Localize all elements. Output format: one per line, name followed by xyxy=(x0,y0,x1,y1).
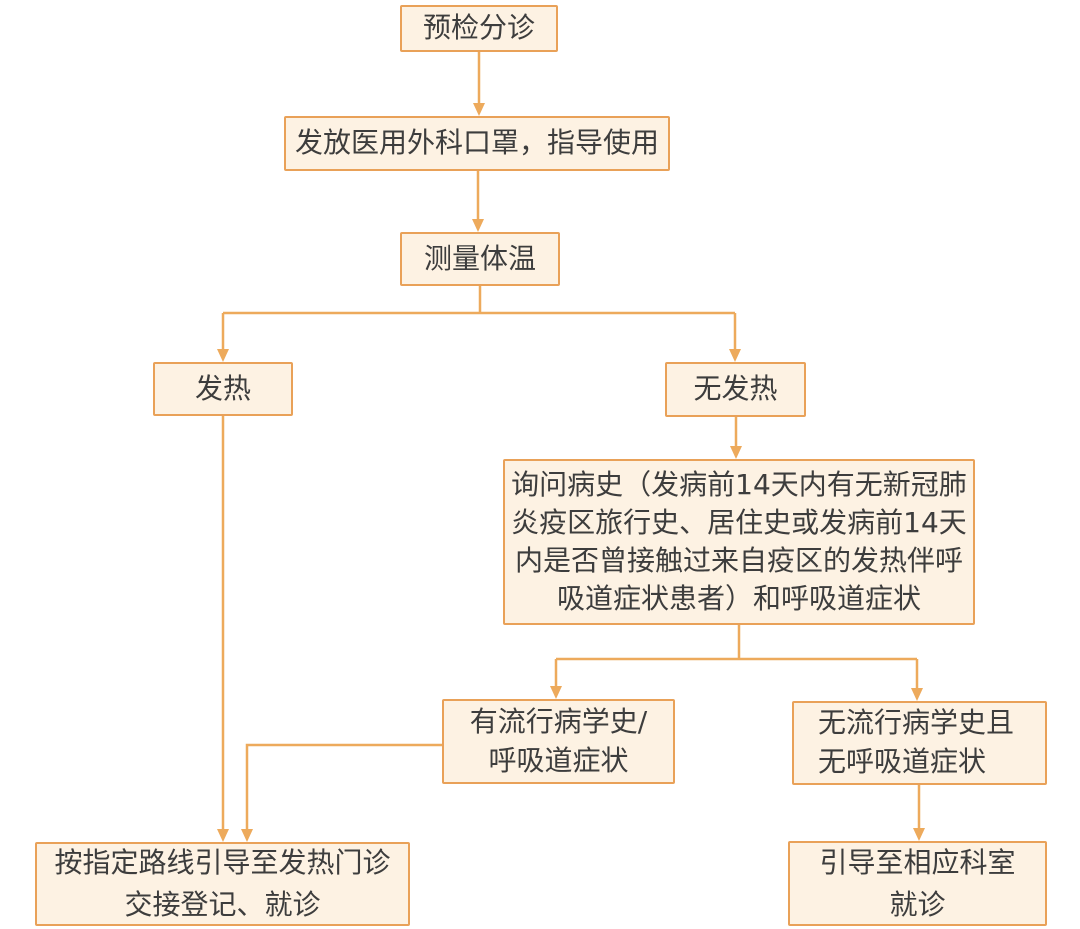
edge-no-fever-ask-history xyxy=(730,417,742,459)
edge-ask-history-branch xyxy=(550,625,923,701)
node-has-epidemiology-history: 有流行病学史/ 呼吸道症状 xyxy=(442,699,675,784)
node-guide-to-department: 引导至相应科室 就诊 xyxy=(788,841,1047,926)
node-guide-to-fever-clinic: 按指定路线引导至发热门诊 交接登记、就诊 xyxy=(35,842,410,926)
node-no-epidemiology-history: 无流行病学史且 无呼吸道症状 xyxy=(792,701,1047,785)
node-ask-medical-history: 询问病史（发病前14天内有无新冠肺 炎疫区旅行史、居住史或发病前14天 内是否曾… xyxy=(503,459,975,625)
node-measure-temperature: 测量体温 xyxy=(400,232,560,286)
edge-no-epi-normal-dept xyxy=(913,785,925,841)
node-distribute-mask: 发放医用外科口罩，指导使用 xyxy=(284,116,670,171)
node-triage: 预检分诊 xyxy=(400,5,558,52)
edge-fever-fever-clinic xyxy=(217,416,229,842)
edge-mask-temperature xyxy=(472,171,484,232)
node-no-fever: 无发热 xyxy=(665,362,806,417)
node-fever: 发热 xyxy=(153,362,293,416)
edge-triage-mask xyxy=(473,52,485,116)
edge-has-epi-fever-clinic xyxy=(241,743,442,842)
edge-temperature-branch xyxy=(217,286,741,362)
